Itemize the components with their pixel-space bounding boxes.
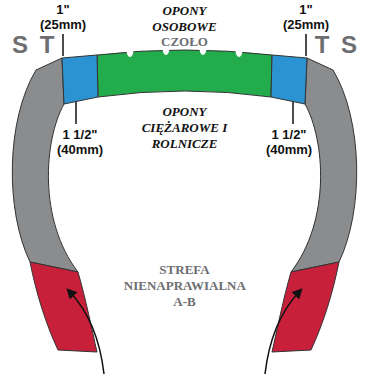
zone-letter: S [12,32,28,58]
zone-arrow [265,292,299,374]
bead [272,262,339,352]
tire-side [265,34,357,374]
dimension-tick [75,102,77,124]
tread-crown [97,50,272,97]
dimension-tick [62,34,64,56]
dimension-label: 1 1/2" (40mm) [54,127,106,157]
tire-type-label: OPONY CIĘŻAROWE I ROLNICZE [137,104,233,152]
dimension-tick [292,102,294,124]
dimension-label: 1" (25mm) [280,2,332,32]
zone-arrow [70,292,104,374]
tire-side [12,34,104,374]
dimension-label: 1" (25mm) [37,2,89,32]
dimension-tick [305,34,307,56]
shoulder [271,55,307,104]
dimension-label: 1 1/2" (40mm) [263,127,315,157]
zone-letter: T [315,32,330,58]
shoulder [62,55,98,104]
tire-type-label: OPONY OSOBOWE [152,3,216,35]
bead [30,262,97,352]
zone-letter: T [40,32,55,58]
zone-letter: S [341,32,357,58]
part-name: CZOŁO [161,34,208,50]
zone-label: STREFA NIENAPRAWIALNA A-B [124,262,245,310]
